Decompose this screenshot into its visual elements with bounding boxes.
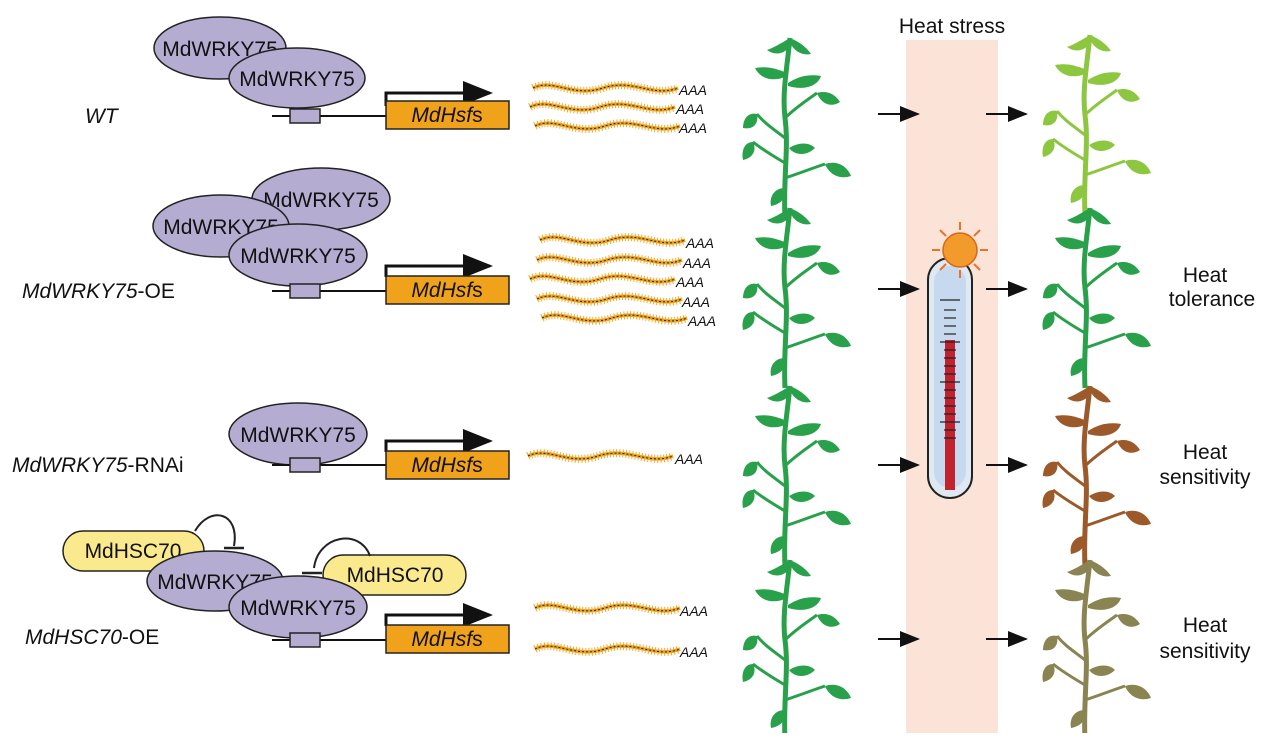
gene-label: MdHsfs: [411, 628, 482, 651]
gene-label: MdHsfs: [411, 104, 482, 127]
protein-label: MdWRKY75: [240, 424, 356, 447]
sun-icon: [932, 222, 988, 278]
row-mdwrky75-oe: MdWRKY75-OE MdWRKY75 MdWRKY75 MdWRKY75 M…: [22, 167, 1255, 388]
transcript-tail: AAA: [678, 120, 707, 136]
protein-mdwrky75: [228, 47, 366, 109]
gene-box: [385, 450, 510, 480]
plant-icon: [742, 38, 851, 218]
protein-label: MdWRKY75: [239, 68, 355, 91]
plant-icon: [1042, 386, 1151, 566]
transcript-tail: AAA: [687, 313, 716, 329]
protein-label: MdWRKY75: [263, 189, 379, 212]
inhibitor-mdhsc70: [322, 554, 467, 596]
gene-box: [385, 100, 510, 130]
plant-icon: [1042, 560, 1151, 733]
gene-box: [385, 275, 510, 305]
row-label-rnai: MdWRKY75-RNAi: [12, 454, 184, 477]
transcript-tail: AAA: [678, 82, 707, 98]
plant-icon: [742, 386, 851, 566]
protein-label: MdWRKY75: [240, 245, 356, 268]
outcome-label-line2: sensitivity: [1159, 640, 1251, 663]
plant-icon: [1042, 35, 1151, 215]
gene-label: MdHsfs: [411, 454, 482, 477]
thermometer-icon: [927, 257, 973, 499]
gene-box: [385, 624, 510, 654]
promoter-element: [289, 457, 321, 473]
transcript-tail: AAA: [679, 644, 708, 660]
promoter-element: [289, 108, 321, 124]
inhibition-arc: [313, 537, 371, 569]
transcript-tail: AAA: [675, 101, 704, 117]
transcript-tail: AAA: [674, 451, 703, 467]
transcription-arrow: [384, 254, 493, 278]
transcript-tail: AAA: [685, 235, 714, 251]
transcript-tail: AAA: [679, 603, 708, 619]
row-wt: WT MdWRKY75 MdWRKY75 MdHsfs AAA AAA AAA: [85, 16, 1151, 218]
plant-icon: [742, 560, 851, 733]
row-label-hsc70: MdHSC70-OE: [25, 626, 159, 649]
inhibition-arc: [194, 514, 236, 547]
outcome-label: Heat: [1183, 264, 1228, 287]
outcome-label-line2: tolerance: [1169, 288, 1255, 311]
protein-label: MdWRKY75: [162, 38, 278, 61]
outcome-label: Heat: [1183, 614, 1228, 637]
gene-label: MdHsfs: [411, 279, 482, 302]
transcription-arrow: [384, 429, 493, 453]
heat-stress-label: Heat stress: [899, 15, 1005, 38]
plant-icon: [742, 208, 851, 388]
inhibitor-label: MdHSC70: [347, 564, 444, 587]
promoter-element: [289, 283, 321, 299]
promoter-element: [289, 632, 321, 648]
row-label-oe: MdWRKY75-OE: [22, 280, 175, 303]
row-mdwrky75-rnai: MdWRKY75-RNAi MdWRKY75 MdHsfs AAA Heat s…: [12, 386, 1251, 566]
transcript-tail: AAA: [681, 294, 710, 310]
row-mdhsc70-oe: MdHSC70-OE MdHSC70 MdHSC70 MdWRKY75 MdWR…: [25, 514, 1251, 733]
transcript-tail: AAA: [682, 255, 711, 271]
transcript-tail: AAA: [675, 274, 704, 290]
row-label-wt: WT: [85, 105, 120, 128]
transcription-arrow: [384, 603, 493, 627]
plant-icon: [1042, 208, 1151, 388]
outcome-label: Heat: [1183, 441, 1228, 464]
inhibitor-label: MdHSC70: [85, 540, 182, 563]
protein-label: MdWRKY75: [240, 597, 356, 620]
outcome-label-line2: sensitivity: [1159, 466, 1251, 489]
